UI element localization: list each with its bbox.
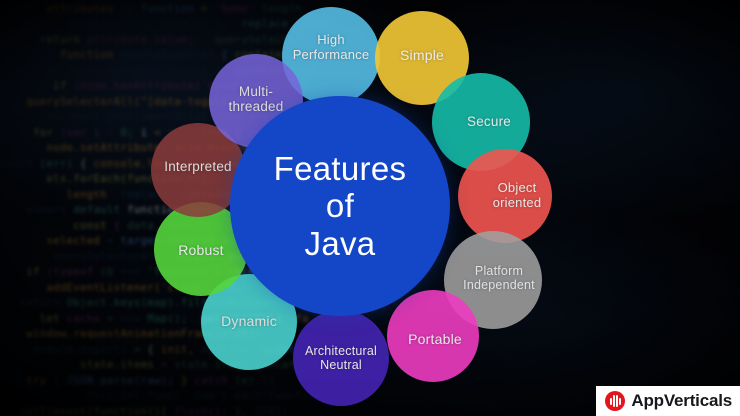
feature-label-simple: Simple [400, 47, 444, 64]
feature-label-multi-threaded: Multi-threaded [228, 83, 284, 114]
brand-name: AppVerticals [631, 391, 732, 410]
feature-label-portable: Portable [408, 331, 462, 348]
feature-circle-interpreted[interactable]: Interpreted [151, 123, 245, 217]
feature-label-dynamic: Dynamic [221, 313, 277, 330]
feature-label-interpreted: Interpreted [164, 159, 232, 175]
feature-circle-portable[interactable]: Portable [387, 290, 479, 382]
feature-label-secure: Secure [467, 114, 511, 130]
feature-label-robust: Robust [178, 242, 224, 259]
appverticals-bars-icon [605, 391, 626, 411]
appverticals-logo[interactable]: AppVerticals [596, 386, 740, 416]
